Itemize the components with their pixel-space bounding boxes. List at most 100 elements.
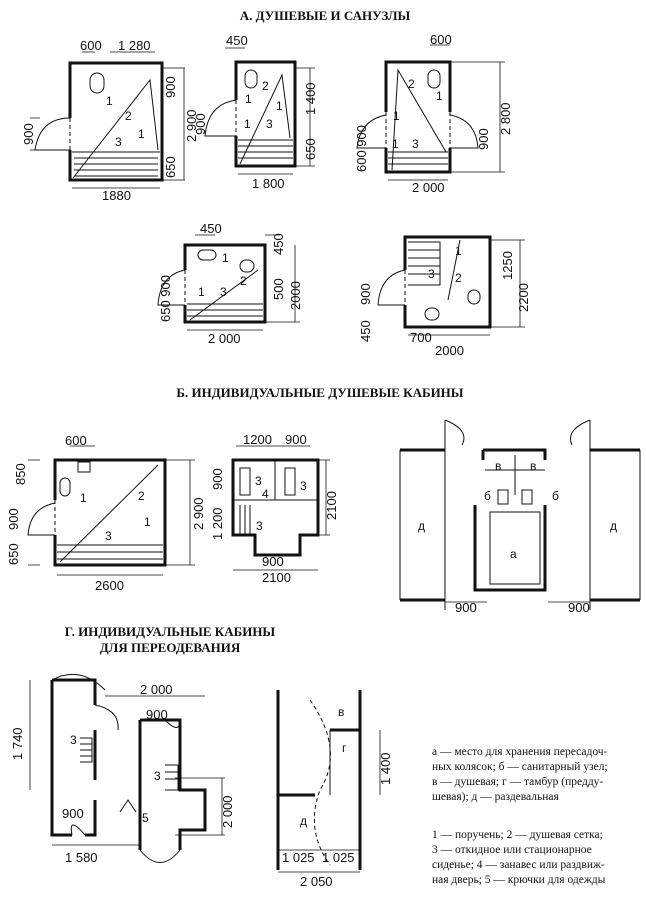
dim-label: 650 [6, 543, 21, 565]
item-number: 3 [115, 135, 122, 149]
dim-label: 1 400 [378, 752, 393, 785]
legend-line: в — душевая; г — тамбур (предду- [432, 776, 603, 788]
dim-label: 1 025 [322, 850, 355, 865]
dim-label: 2 000 [412, 180, 445, 195]
item-number: 3 [255, 474, 262, 488]
dim-label: 1250 [500, 251, 515, 280]
item-number: 1 [392, 137, 399, 151]
dim-label: 900 [285, 432, 307, 447]
dim-label: 2000 [435, 343, 464, 358]
dim-label: 2 000 [208, 331, 241, 346]
plan-b2: 1200 900 900 1 200 2100 900 2100 3 4 3 3 [210, 432, 339, 585]
dim-label: 1 280 [118, 38, 151, 53]
plan-g2: в г д 1 400 1 025 1 025 2 050 [276, 690, 393, 889]
dim-label: 900 [262, 554, 284, 569]
item-number: 2 [455, 271, 462, 285]
item-number: 2 [125, 109, 132, 123]
item-number: 1 [244, 117, 251, 131]
item-number: 3 [220, 285, 227, 299]
zone-label: б [484, 489, 491, 503]
item-number: 3 [256, 519, 263, 533]
zone-label: в [530, 459, 536, 473]
section-title-a: А. ДУШЕВЫЕ И САНУЗЛЫ [240, 8, 411, 23]
item-number: 1 [393, 109, 400, 123]
section-title-g-line1: Г. ИНДИВИДУАЛЬНЫЕ КАБИНЫ [65, 624, 276, 639]
section-title-g-line2: ДЛЯ ПЕРЕОДЕВАНИЯ [100, 640, 241, 655]
dim-label: 600 [80, 38, 102, 53]
dim-label: 900 [568, 600, 590, 615]
dim-label: 600 900 [354, 125, 369, 172]
item-number: 3 [428, 267, 435, 281]
dim-label: 450 [226, 33, 248, 48]
item-number: 2 [138, 489, 145, 503]
dim-label: 2 050 [300, 874, 333, 889]
legend-line: ных колясок; б — санитарный узел; [432, 761, 608, 773]
item-number: 3 [412, 137, 419, 151]
item-number: 1 [276, 99, 283, 113]
legend-line: 3 — откидное или стационарное [432, 844, 592, 856]
dim-label: 2 800 [498, 102, 513, 135]
zone-label: б [552, 489, 559, 503]
dim-label: 900 [455, 600, 477, 615]
dim-label: 2 900 [191, 497, 206, 530]
item-number: 1 [144, 515, 151, 529]
section-title-b: Б. ИНДИВИДУАЛЬНЫЕ ДУШЕВЫЕ КАБИНЫ [176, 385, 463, 400]
dim-label: 900 [210, 468, 225, 490]
dim-label: 2 000 [220, 795, 235, 828]
dim-label: 1 740 [10, 727, 25, 760]
item-number: 1 [245, 92, 252, 106]
dim-label: 2600 [95, 578, 124, 593]
legend: а — место для хранения пересадоч- ных ко… [432, 746, 608, 886]
dim-label: 1 025 [282, 850, 315, 865]
zone-label: д [300, 814, 307, 828]
zone-label: д [418, 519, 425, 533]
dim-label: 2200 [516, 283, 531, 312]
item-number: 3 [300, 479, 307, 493]
dim-label: 650 [163, 156, 178, 178]
dim-label: 2 000 [140, 682, 173, 697]
dim-label: 500 [271, 278, 286, 300]
dim-label: 2100 [324, 491, 339, 520]
dim-label: 700 [410, 330, 432, 345]
dim-label: 2100 [262, 570, 291, 585]
item-number: 3 [154, 769, 161, 783]
dim-label: 1880 [102, 188, 131, 203]
item-number: 2 [240, 274, 247, 288]
item-number: 3 [266, 117, 273, 131]
item-number: 3 [70, 733, 77, 747]
plan-a5: 1250 2200 900 450 700 2000 3 1 2 [358, 235, 531, 358]
dim-label: 900 [476, 128, 491, 150]
legend-line: ная дверь; 5 — крючки для одежды [432, 874, 606, 886]
dim-label: 900 [146, 707, 168, 722]
item-number: 5 [142, 811, 149, 825]
legend-line: шевая); д — раздевальная [432, 791, 560, 803]
item-number: 1 [436, 89, 443, 103]
item-number: 1 [222, 251, 229, 265]
dim-label: 900 [6, 508, 21, 530]
zone-label: г [342, 741, 347, 755]
dim-label: 850 [13, 463, 28, 485]
dim-label: 1 800 [252, 176, 285, 191]
dim-label: 900 [193, 113, 208, 135]
dim-label: 600 [65, 433, 87, 448]
zone-label: а [510, 547, 517, 561]
legend-line: а — место для хранения пересадоч- [432, 746, 608, 758]
item-number: 2 [408, 77, 415, 91]
item-number: 4 [262, 487, 269, 501]
item-number: 1 [138, 127, 145, 141]
zone-label: в [495, 459, 501, 473]
dim-label: 1200 [243, 432, 272, 447]
item-number: 1 [198, 285, 205, 299]
zone-label: в [338, 705, 344, 719]
dim-label: 2000 [288, 281, 303, 310]
item-number: 1 [455, 244, 462, 258]
dim-label: 450 [271, 233, 286, 255]
dim-label: 900 [163, 76, 178, 98]
plan-a1: 600 1 280 900 2 900 650 1880 900 1 2 1 3 [21, 38, 199, 203]
dim-label: 900 [21, 123, 36, 145]
plan-a3: 600 2 800 900 600 900 2 000 2 1 1 1 3 [354, 32, 513, 195]
plan-a4: 450 450 500 2000 650 900 2 000 1 2 3 1 [157, 221, 303, 346]
dim-label: 2 900 [184, 109, 199, 142]
plan-b1: 600 850 900 650 2 900 2600 1 2 1 3 [6, 433, 206, 593]
